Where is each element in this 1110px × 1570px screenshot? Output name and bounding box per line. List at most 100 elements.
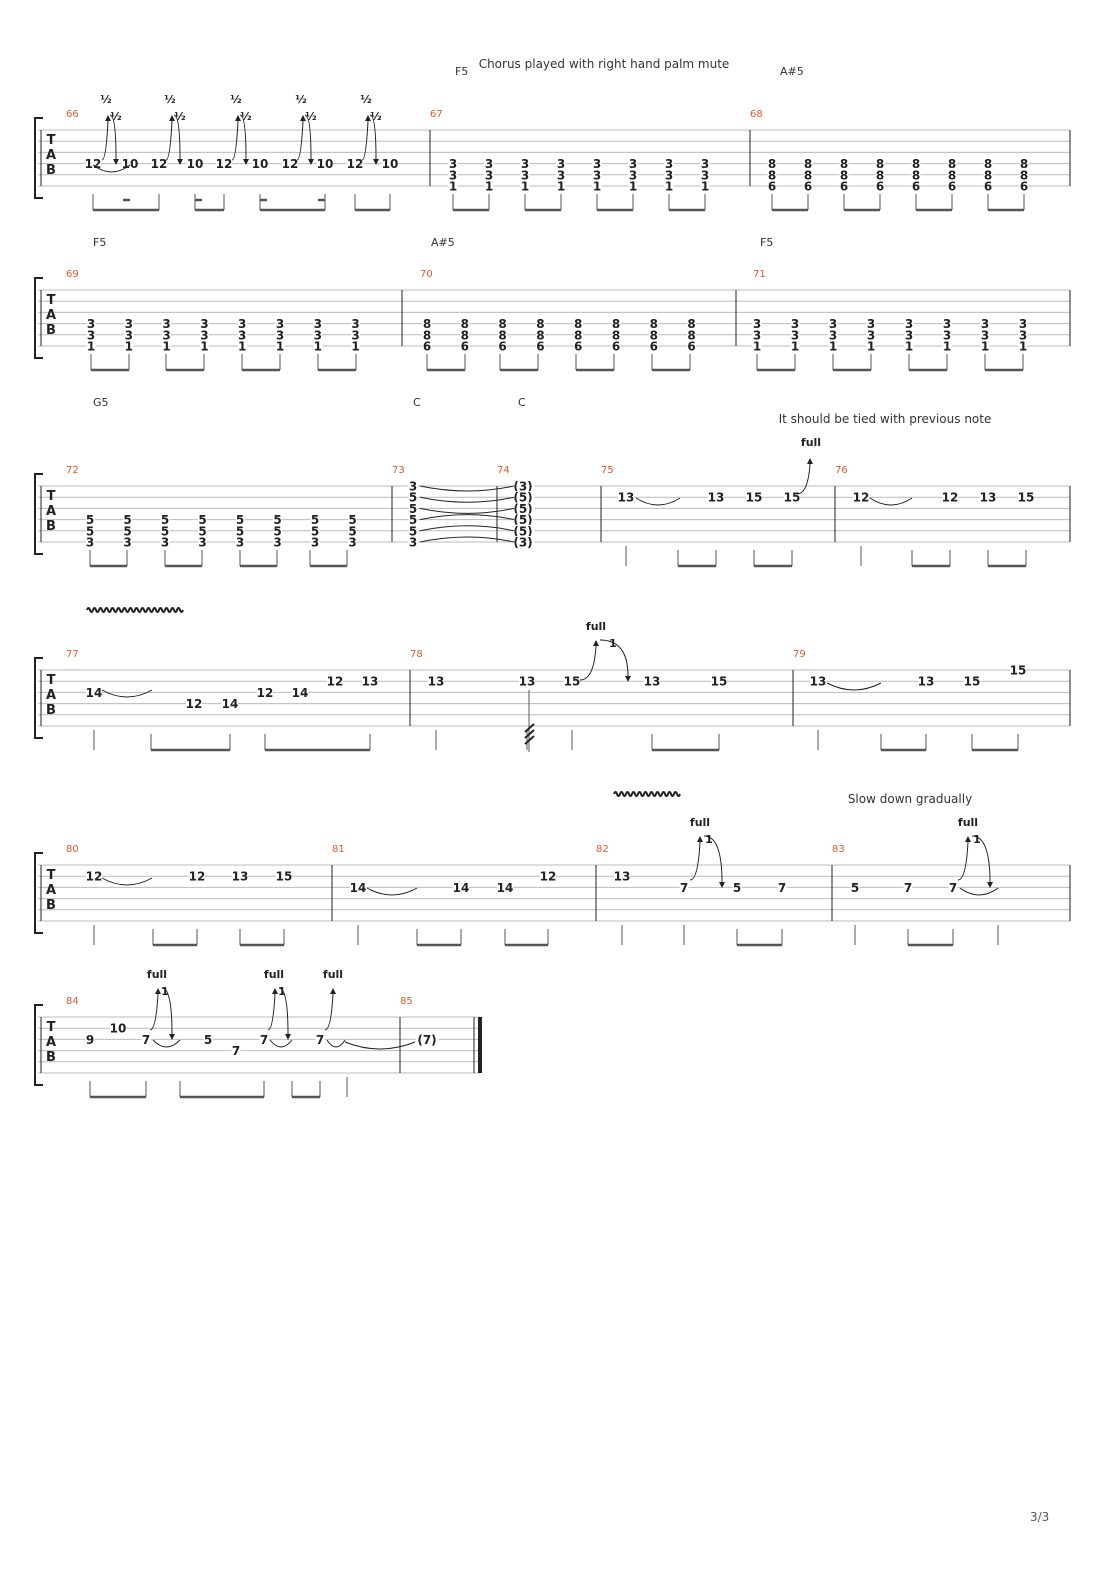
fret-backdrop [573, 317, 583, 330]
fret-number: 5 [851, 881, 859, 895]
fret-number: 14 [453, 881, 470, 895]
fret-backdrop [904, 340, 914, 352]
fret-number: 3 [125, 317, 133, 331]
fret-backdrop [649, 328, 659, 341]
fret-number: 1 [701, 180, 709, 194]
fret-backdrop [511, 491, 535, 504]
tab-clef-letter: B [46, 163, 56, 178]
fret-backdrop [162, 317, 172, 330]
release-arrow [173, 114, 181, 160]
bend-label: full [958, 816, 978, 829]
fret-number: 1 [981, 340, 989, 354]
fret-backdrop [235, 513, 245, 526]
fret-number: 8 [984, 168, 992, 182]
fret-backdrop [85, 513, 95, 526]
tab-clef-letter: B [46, 323, 56, 338]
fret-backdrop [85, 524, 95, 537]
fret-backdrop [275, 340, 285, 352]
fret-backdrop [86, 328, 96, 341]
release-arrowhead [177, 159, 183, 165]
bend-label: ½ [360, 93, 371, 106]
fret-number: 1 [314, 340, 322, 354]
fret-number: 13 [614, 870, 631, 884]
fret-backdrop [942, 340, 952, 352]
fret-backdrop [687, 328, 697, 341]
fret-backdrop [460, 328, 470, 341]
fret-backdrop [850, 881, 860, 894]
fret-backdrop [448, 168, 458, 181]
tab-clef-letter: A [46, 1035, 56, 1050]
chord-symbol: G5 [93, 396, 109, 409]
fret-number: 3 [123, 536, 131, 550]
fret-number: 8 [612, 317, 620, 331]
fret-number: 3 [351, 328, 359, 342]
fret-backdrop [235, 524, 245, 537]
fret-number: 8 [768, 157, 776, 171]
measure-number: 70 [420, 269, 433, 280]
fret-number: 5 [204, 1033, 212, 1047]
fret-backdrop [408, 480, 418, 492]
slow-down-annotation: Slow down gradually [848, 792, 972, 806]
measure-number: 80 [66, 844, 79, 855]
bend-arrow [957, 841, 969, 881]
fret-backdrop [644, 675, 660, 688]
fret-backdrop [273, 536, 282, 548]
fret-backdrop [257, 686, 273, 699]
fret-number: 8 [498, 317, 506, 331]
fret-backdrop [498, 317, 508, 330]
fret-number: 7 [778, 881, 786, 895]
chord-symbol: F5 [760, 236, 773, 249]
fret-backdrop [803, 168, 813, 181]
fret-number: 3 [348, 536, 356, 550]
bend-label: full [801, 436, 821, 449]
fret-backdrop [520, 168, 530, 181]
fret-number: 6 [804, 180, 812, 194]
fret-number: 6 [536, 340, 544, 354]
fret-backdrop [237, 328, 247, 341]
fret-number: 7 [904, 881, 912, 895]
fret-backdrop [235, 536, 245, 548]
fret-number: 15 [964, 675, 981, 689]
chord-tie [419, 485, 515, 492]
bend-label: ½ [100, 93, 111, 106]
fret-number: 1 [238, 340, 246, 354]
measure-number: 77 [66, 649, 79, 660]
fret-backdrop [649, 317, 659, 330]
fret-number: 8 [423, 317, 431, 331]
tab-clef-letter: B [46, 519, 56, 534]
fret-backdrop [110, 1022, 126, 1035]
fret-backdrop [415, 1033, 439, 1046]
fret-backdrop [382, 157, 398, 170]
vibrato-mark [86, 607, 184, 613]
fret-backdrop [592, 168, 602, 181]
fret-backdrop [1018, 317, 1028, 330]
fret-backdrop [746, 491, 762, 504]
bend-arrowhead [272, 988, 278, 994]
release-arrow [971, 835, 991, 883]
fret-number: 7 [949, 881, 957, 895]
fret-number: 3 [701, 168, 709, 182]
fret-backdrop [866, 328, 876, 341]
fret-backdrop [273, 524, 282, 537]
fret-number: 3 [449, 168, 457, 182]
fret-number: 3 [409, 480, 417, 494]
palm-mute-annotation: Chorus played with right hand palm mute [479, 57, 730, 71]
fret-number: 5 [161, 524, 169, 538]
fret-number: 8 [687, 317, 695, 331]
fret-backdrop [767, 180, 777, 192]
fret-backdrop [904, 317, 914, 330]
fret-backdrop [85, 157, 101, 170]
fret-number: 3 [314, 328, 322, 342]
fret-number: 1 [521, 180, 529, 194]
fret-backdrop [687, 340, 697, 352]
chord-tie [419, 514, 515, 521]
bend-arrow [796, 463, 811, 495]
release-arrow [369, 114, 377, 160]
fret-backdrop [422, 328, 432, 341]
fret-number: 8 [768, 168, 776, 182]
fret-number: 5 [409, 502, 417, 516]
fret-number: 6 [650, 340, 658, 354]
chord-tie [419, 496, 515, 503]
fret-backdrop [310, 513, 320, 526]
fret-backdrop [614, 870, 630, 883]
